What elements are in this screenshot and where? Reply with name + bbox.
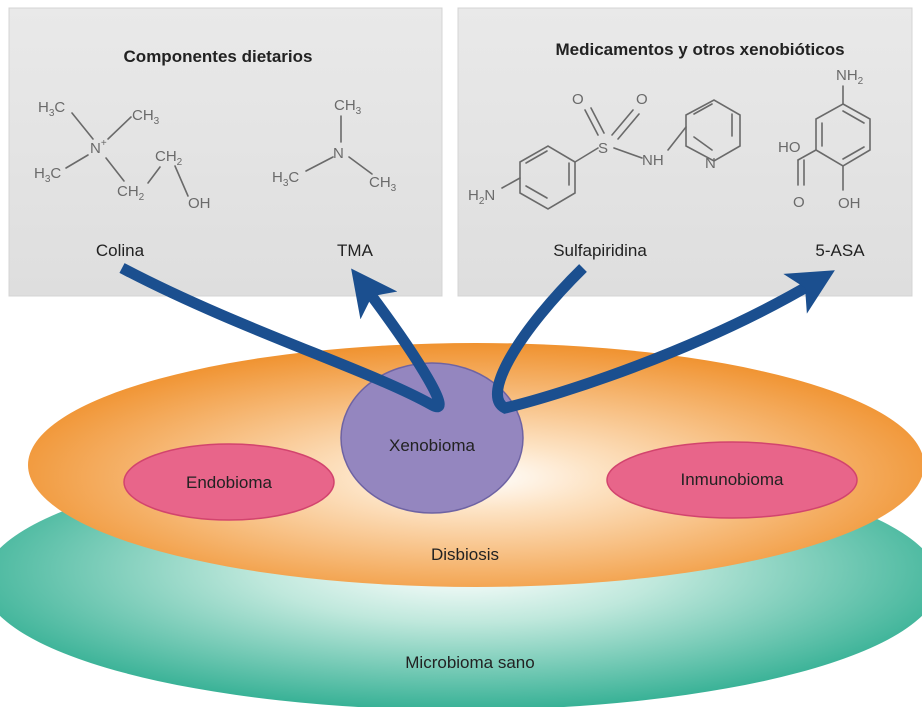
arrows <box>119 263 835 414</box>
choline-to-tma-arrow <box>119 263 445 413</box>
drugs-panel <box>457 7 913 297</box>
svg-text:HO: HO <box>778 139 801 156</box>
svg-text:O: O <box>793 194 805 211</box>
endobiome-label: Endobioma <box>186 473 273 492</box>
svg-text:O: O <box>636 91 648 108</box>
svg-text:H2N: H2N <box>468 187 495 207</box>
svg-text:H3C: H3C <box>38 99 65 119</box>
svg-text:H3C: H3C <box>34 165 61 185</box>
svg-text:CH2: CH2 <box>117 183 145 203</box>
sulfapyridine-label: Sulfapiridina <box>553 241 647 260</box>
svg-text:O: O <box>572 91 584 108</box>
5-asa-label: 5-ASA <box>815 241 865 260</box>
xenobiome-circle <box>340 362 524 514</box>
svg-text:CH2: CH2 <box>155 148 183 168</box>
svg-text:H3C: H3C <box>272 169 299 189</box>
choline-structure: H3C CH3 N+ H3C CH2 CH2 OH <box>34 99 211 212</box>
sulfapyridine-to-5asa-arrow <box>491 264 835 414</box>
immunobiome-ellipse <box>606 441 858 519</box>
dietary-panel <box>8 7 443 297</box>
dysbiosis-label: Disbiosis <box>431 545 499 564</box>
svg-text:CH3: CH3 <box>334 97 362 117</box>
choline-label: Colina <box>96 241 145 260</box>
svg-text:OH: OH <box>188 195 211 212</box>
tma-label: TMA <box>337 241 374 260</box>
svg-text:CH3: CH3 <box>132 107 160 127</box>
endobiome-ellipse <box>123 443 335 521</box>
svg-text:N: N <box>705 155 716 172</box>
sulfapyridine-structure: H2N S O O NH N <box>468 91 741 210</box>
svg-text:NH: NH <box>642 152 664 169</box>
svg-text:CH3: CH3 <box>369 174 397 194</box>
dietary-panel-title: Componentes dietarios <box>124 47 313 66</box>
svg-text:S: S <box>598 140 608 157</box>
immunobiome-label: Inmunobioma <box>680 470 784 489</box>
5-asa-structure: NH2 HO O OH <box>778 67 871 212</box>
svg-text:NH2: NH2 <box>836 67 864 87</box>
xenobiome-label: Xenobioma <box>389 436 476 455</box>
tma-structure: CH3 N H3C CH3 <box>272 97 397 194</box>
drugs-panel-title: Medicamentos y otros xenobióticos <box>555 40 844 59</box>
svg-text:OH: OH <box>838 195 861 212</box>
svg-text:N: N <box>333 145 344 162</box>
healthy-microbiome-label: Microbioma sano <box>405 653 534 672</box>
